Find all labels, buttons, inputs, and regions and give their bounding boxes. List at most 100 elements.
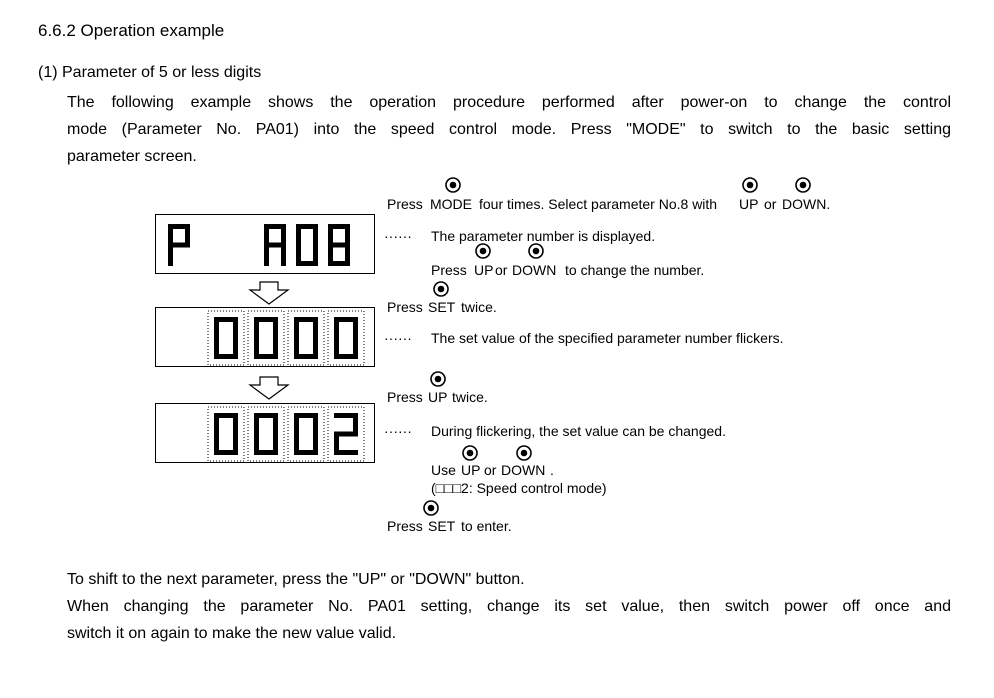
push-button-icon [433, 281, 449, 297]
set-label: SET [428, 518, 456, 534]
segment [296, 224, 318, 229]
flicker-indicator [207, 310, 245, 366]
step3-press: Press [431, 262, 467, 278]
segment [254, 413, 278, 418]
segment [296, 261, 318, 266]
leader-dots: ······ [384, 330, 412, 346]
segment [345, 245, 350, 266]
outro-line-3: switch it on again to make the new value… [67, 625, 397, 642]
segment [214, 354, 238, 359]
segment [296, 224, 301, 245]
down-label: DOWN [512, 262, 557, 278]
segment [313, 434, 318, 455]
segment [294, 434, 299, 455]
segment [328, 245, 333, 266]
step1-or: or [764, 196, 777, 212]
set-label: SET [428, 299, 456, 315]
segment [353, 413, 358, 434]
segment [313, 413, 318, 434]
intro-line-2: mode (Parameter No. PA01) into the speed… [67, 121, 951, 138]
segment [294, 317, 299, 338]
push-button-icon [445, 177, 461, 193]
segment [168, 224, 190, 229]
subsection-heading: (1) Parameter of 5 or less digits [38, 64, 262, 81]
segment [233, 434, 238, 455]
segment [233, 317, 238, 338]
segment [168, 224, 173, 245]
segment [185, 224, 190, 245]
step8-period: . [550, 462, 554, 478]
flicker-indicator [207, 406, 245, 462]
segment [214, 317, 238, 322]
segment [254, 354, 278, 359]
mode-label: MODE [430, 196, 472, 212]
seven-segment-display [168, 224, 350, 266]
segment [294, 317, 318, 322]
segment [273, 434, 278, 455]
segment [294, 354, 318, 359]
segment [294, 413, 318, 418]
flicker-indicator [327, 406, 365, 462]
flicker-indicator [247, 310, 285, 366]
segment [294, 338, 299, 359]
segment [214, 413, 219, 434]
step5-text: The set value of the specified parameter… [431, 330, 784, 346]
segment [214, 434, 219, 455]
step1-text: four times. Select parameter No.8 with [479, 196, 718, 212]
display-panel-3 [155, 403, 375, 463]
up-label: UP [474, 262, 494, 278]
down-arrow-icon [248, 376, 290, 400]
segment [281, 245, 286, 266]
segment [313, 338, 318, 359]
segment [294, 450, 318, 455]
segment [334, 354, 358, 359]
segment [334, 338, 339, 359]
segment [273, 338, 278, 359]
segment [328, 224, 333, 245]
seven-segment-display-flicker [207, 310, 365, 366]
seven-segment-display-flicker [207, 406, 365, 462]
leader-dots: ······ [384, 228, 412, 244]
segment [254, 450, 278, 455]
segment [334, 431, 358, 437]
down-arrow-icon [248, 281, 290, 305]
up-label: UP [461, 462, 481, 478]
segment [254, 317, 278, 322]
push-button-icon [462, 445, 478, 461]
segment [353, 338, 358, 359]
flicker-indicator [287, 406, 325, 462]
push-button-icon [742, 177, 758, 193]
step1-press: Press [387, 196, 423, 212]
step3-text: to change the number. [565, 262, 705, 278]
segment [264, 224, 286, 229]
intro-line-3: parameter screen. [67, 148, 197, 165]
outro-line-1: To shift to the next parameter, press th… [67, 571, 525, 588]
segment [334, 317, 358, 322]
segment [233, 338, 238, 359]
segment [273, 413, 278, 434]
segment [296, 245, 301, 266]
segment [334, 413, 358, 418]
step6-text: twice. [452, 389, 488, 405]
segment [313, 317, 318, 338]
speed-mode-note: (□□□2: Speed control mode) [431, 480, 607, 496]
segment [328, 242, 350, 248]
segment [233, 413, 238, 434]
segment [281, 224, 286, 245]
push-button-icon [423, 500, 439, 516]
step4-text: twice. [461, 299, 497, 315]
display-panel-1 [155, 214, 375, 274]
segment [214, 317, 219, 338]
segment [214, 450, 238, 455]
segment [254, 317, 259, 338]
segment [313, 245, 318, 266]
step6-press: Press [387, 389, 423, 405]
segment [334, 317, 339, 338]
segment [264, 224, 269, 245]
section-heading: 6.6.2 Operation example [38, 21, 225, 40]
segment [334, 434, 339, 455]
segment [264, 242, 286, 248]
step10-text: to enter. [461, 518, 512, 534]
segment [214, 338, 219, 359]
display-panel-2 [155, 307, 375, 367]
